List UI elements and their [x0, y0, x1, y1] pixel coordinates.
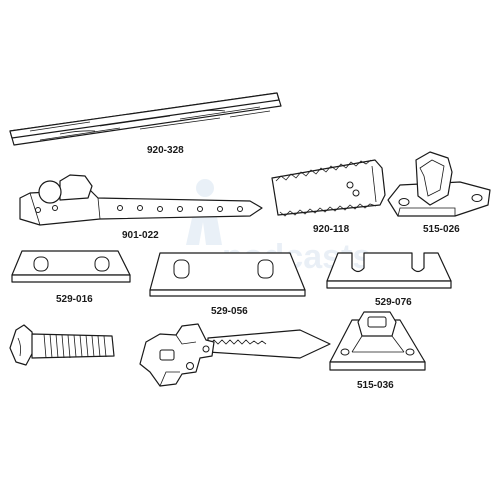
part-515-036: 515-036 — [329, 311, 426, 391]
section-blade — [271, 159, 386, 216]
part-529-016: 529-016 — [11, 250, 131, 305]
arm-hole — [137, 205, 143, 211]
part-plow-bolt — [9, 324, 115, 366]
plate-slot — [257, 259, 274, 279]
plate-edge — [11, 274, 131, 283]
part-guard — [139, 323, 331, 387]
arm-ball — [38, 180, 62, 204]
arm-ball-socket — [59, 174, 93, 201]
plate-body — [149, 252, 306, 291]
part-label: 515-026 — [423, 224, 460, 235]
guard-bolt-hole — [186, 362, 194, 370]
casting-bolt-hole — [471, 194, 483, 202]
part-label: 515-036 — [357, 380, 394, 391]
casting-bolt-hole — [398, 198, 410, 206]
section-serration-top — [275, 159, 372, 182]
section-rivet-hole — [352, 189, 360, 197]
guard-rib — [159, 334, 197, 387]
arm-hole — [157, 206, 163, 212]
casting-rib — [397, 207, 456, 217]
arm-hole — [117, 205, 123, 211]
arm-hole — [197, 206, 203, 212]
head-base-edge — [329, 361, 426, 371]
part-515-026: 515-026 — [387, 151, 491, 235]
section-rivet-hole — [346, 181, 354, 189]
head-slot — [367, 316, 387, 328]
part-529-056: 529-056 — [149, 252, 306, 317]
bolt-head-face — [17, 337, 22, 357]
plate-edge — [149, 289, 306, 297]
part-920-328: 920-328 — [9, 92, 282, 156]
section-bevel — [371, 165, 377, 203]
part-label: 529-016 — [56, 294, 93, 305]
head-ridge — [351, 335, 405, 353]
plate-slot — [94, 256, 110, 272]
part-529-076: 529-076 — [326, 252, 452, 308]
guard-serration — [209, 339, 267, 345]
part-label: 901-022 — [122, 230, 159, 241]
head-bolt-hole — [405, 348, 415, 356]
guard-body — [139, 323, 215, 387]
part-label: 920-328 — [147, 145, 184, 156]
plate-body — [11, 250, 131, 276]
plate-slot — [173, 259, 190, 279]
section-serration-bottom — [279, 203, 377, 217]
head-bolt-hole — [340, 348, 350, 356]
guard-bolt-hole — [202, 345, 210, 353]
bolt-head — [9, 324, 35, 366]
casting-tower-face — [419, 159, 445, 197]
plate-slot — [33, 256, 49, 272]
part-label: 920-118 — [313, 224, 350, 235]
wood-bar-top — [9, 92, 280, 139]
plate-edge — [326, 280, 452, 289]
watermark-logo-icon — [196, 179, 214, 197]
part-label: 529-056 — [211, 306, 248, 317]
arm-hole — [177, 206, 183, 212]
wood-grain — [29, 106, 271, 141]
arm-hole — [237, 206, 243, 212]
arm-hole — [52, 205, 58, 211]
plate-body — [326, 252, 452, 282]
part-920-118: 920-118 — [271, 159, 386, 235]
arm-hole — [35, 207, 41, 213]
bolt-thread — [43, 333, 107, 359]
arm-edge — [29, 192, 101, 226]
part-901-022: 901-022 — [19, 174, 263, 241]
arm-hole — [217, 206, 223, 212]
part-label: 529-076 — [375, 297, 412, 308]
guard-slot — [159, 349, 175, 361]
